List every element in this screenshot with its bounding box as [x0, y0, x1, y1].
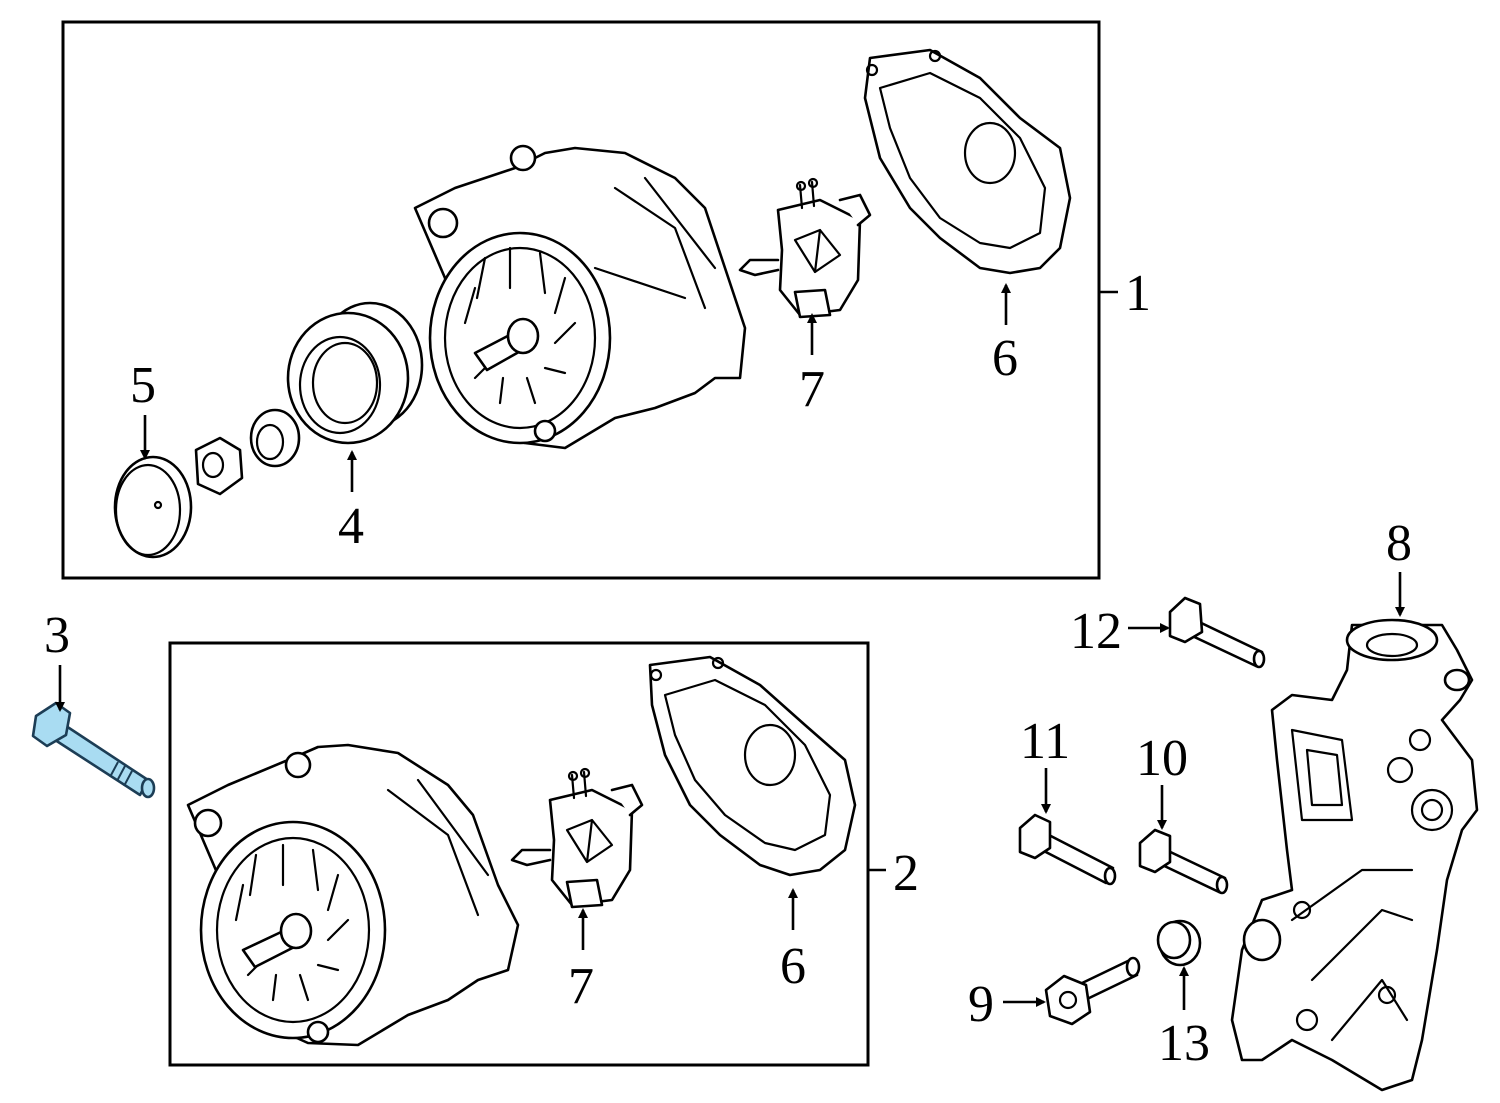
washer[interactable]: [249, 408, 301, 468]
callout-labels: 1 2 3 4 5 6 6 7 7 8 9 10 11 12 13: [44, 265, 1412, 1072]
bolt-11[interactable]: [1018, 813, 1117, 886]
callout-5: 5: [130, 357, 156, 414]
rear-cover-upper[interactable]: [863, 48, 1072, 275]
callout-10: 10: [1136, 730, 1188, 787]
bushing-13[interactable]: [1156, 919, 1202, 967]
nut[interactable]: [194, 436, 244, 496]
voltage-regulator-lower[interactable]: [510, 767, 644, 909]
callout-1: 1: [1125, 265, 1151, 322]
callout-11: 11: [1020, 713, 1070, 770]
assembly-box-lower: [168, 641, 870, 1067]
callout-7-upper: 7: [799, 361, 825, 418]
callout-3: 3: [44, 607, 70, 664]
pulley-4[interactable]: [286, 301, 424, 445]
callout-12: 12: [1070, 603, 1122, 660]
bolt-12[interactable]: [1168, 596, 1266, 669]
callout-7-lower: 7: [568, 958, 594, 1015]
rear-cover-lower[interactable]: [648, 655, 857, 877]
callout-9: 9: [968, 976, 994, 1033]
leader-lines: [55, 283, 1405, 1010]
callout-8: 8: [1386, 515, 1412, 572]
callout-6-upper: 6: [992, 330, 1018, 387]
callout-4: 4: [338, 498, 364, 555]
bolt-10[interactable]: [1138, 828, 1229, 895]
long-bolt-3-highlighted[interactable]: [31, 701, 156, 799]
callout-13: 13: [1158, 1015, 1210, 1072]
callout-6-lower: 6: [780, 938, 806, 995]
mounting-bracket-8[interactable]: [1230, 618, 1479, 1092]
voltage-regulator-upper[interactable]: [738, 177, 872, 319]
callout-2: 2: [893, 845, 919, 902]
assembly-box-upper: [61, 20, 1101, 580]
pulley-cap-5[interactable]: [113, 455, 193, 559]
flange-bolt-9[interactable]: [1044, 956, 1141, 1026]
alternator-upper[interactable]: [413, 144, 747, 450]
alternator-lower[interactable]: [186, 743, 520, 1047]
